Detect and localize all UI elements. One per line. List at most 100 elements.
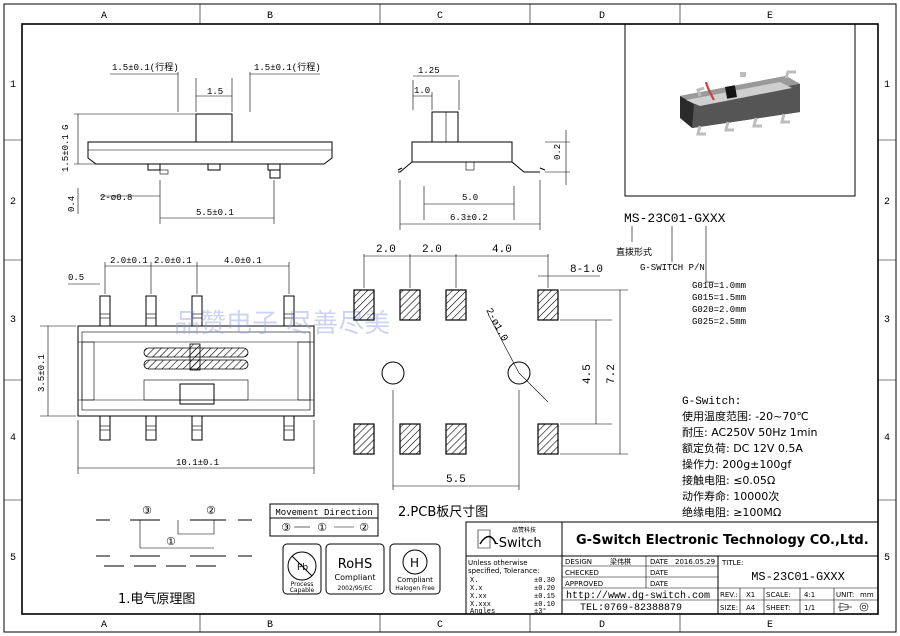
row-label-right: 5 bbox=[884, 553, 890, 564]
col-label-bottom: C bbox=[437, 620, 443, 631]
dim-pitch: 5.5±0.1 bbox=[196, 208, 234, 218]
dim-6-3: 6.3±0.2 bbox=[450, 213, 488, 223]
option-g025: G025=2.5mm bbox=[692, 317, 746, 327]
phone-number: TEL:0769-82388879 bbox=[580, 603, 682, 614]
date-value: 2016.05.29 bbox=[675, 558, 715, 566]
pb-capable: Capable bbox=[290, 587, 315, 594]
dim-pitch-1: 2.0±0.1 bbox=[110, 256, 148, 266]
dim-travel-left: 1.5±0.1(行程) bbox=[112, 61, 179, 73]
scale-value: 4:1 bbox=[804, 591, 815, 599]
rev-label: REV.: bbox=[720, 591, 738, 599]
dim-pcb-2-0a: 2.0 bbox=[376, 244, 396, 256]
date-label: DATE bbox=[650, 569, 668, 577]
dim-length: 10.1±0.1 bbox=[176, 458, 219, 468]
dim-travel-right: 1.5±0.1(行程) bbox=[254, 61, 321, 73]
option-g020: G020=2.0mm bbox=[692, 305, 746, 315]
side-view-dimensions: 1.5±0.1(行程) 1.5±0.1(行程) 1.5 1.5±0.1 G 0.… bbox=[61, 61, 321, 218]
tolerance-table: Unless otherwise specified, Tolerance: X… bbox=[468, 559, 555, 616]
tol-key: X. bbox=[470, 577, 478, 585]
logo-top-text: 品赞科技 bbox=[512, 526, 536, 534]
company-name: G-Switch Electronic Technology CO.,Ltd. bbox=[576, 533, 869, 548]
size-value: A4 bbox=[746, 604, 756, 612]
frame-row-labels: 1 2 3 4 5 1 2 3 4 5 bbox=[10, 80, 890, 564]
end-view-dimensions: 1.25 1.0 0.2 5.0 6.3±0.2 bbox=[414, 66, 563, 223]
row-label-left: 2 bbox=[10, 197, 16, 208]
rohs-title: RoHS bbox=[338, 557, 372, 572]
col-label-bottom: E bbox=[767, 620, 773, 631]
dim-1-0: 1.0 bbox=[414, 86, 430, 96]
frame-column-labels: A B C D E A B C D E bbox=[101, 11, 773, 631]
website-link: http://www.dg-switch.com bbox=[566, 590, 710, 602]
top-view-dimensions: 0.5 2.0±0.1 2.0±0.1 4.0±0.1 3.5±0.1 10.1… bbox=[37, 256, 262, 468]
spec-line: 操作力: 200g±100gf bbox=[682, 457, 792, 471]
row-label-right: 4 bbox=[884, 433, 890, 444]
spec-line: 接触电阻: ≤0.05Ω bbox=[682, 473, 775, 487]
col-label-top: C bbox=[437, 11, 443, 22]
tol-key: X.xxx bbox=[470, 601, 491, 609]
checked-label: CHECKED bbox=[565, 569, 599, 577]
date-label: DATE bbox=[650, 558, 668, 566]
spec-line: 额定负荷: DC 12V 0.5A bbox=[682, 441, 803, 455]
dim-hole: 2-ø0.8 bbox=[100, 193, 132, 203]
sheet-label: SHEET: bbox=[766, 604, 790, 612]
logo-main-text: -Switch bbox=[494, 536, 542, 551]
movement-pos-1: ① bbox=[317, 521, 327, 534]
product-photo bbox=[624, 23, 856, 197]
spec-heading: G-Switch: bbox=[682, 396, 741, 408]
tol-key: Angles bbox=[470, 608, 495, 616]
col-label-top: A bbox=[101, 11, 107, 22]
approved-label: APPROVED bbox=[565, 580, 603, 588]
size-label: SIZE: bbox=[720, 604, 738, 612]
spec-list: G-Switch: 使用温度范围: -20~70℃ 耐压: AC250V 50H… bbox=[682, 396, 818, 519]
pcb-layout bbox=[353, 254, 628, 490]
tol-key: X.x bbox=[470, 585, 483, 593]
tol-value: ±3° bbox=[534, 607, 547, 616]
unit-label: UNIT: bbox=[836, 591, 854, 599]
design-name: 梁伟棋 bbox=[610, 557, 631, 566]
dim-0-5: 0.5 bbox=[68, 273, 84, 283]
dim-5-0: 5.0 bbox=[462, 193, 478, 203]
pcb-caption: 2.PCB板尺寸图 bbox=[398, 505, 488, 520]
part-number-callout: MS-23C01-GXXX 直拨形式 G-SWITCH P/N G010=1.0… bbox=[616, 211, 746, 327]
unit-value: mm bbox=[860, 591, 874, 599]
circuit-node-3: ③ bbox=[142, 504, 152, 517]
type-label: 直拨形式 bbox=[616, 246, 652, 258]
pcb-dimensions: 2.0 2.0 4.0 8-1.0 4.5 7.2 5.5 2-ø1.0 2.P… bbox=[376, 244, 618, 520]
spec-line: 动作寿命: 10000次 bbox=[682, 489, 779, 503]
spec-line: 使用温度范围: -20~70℃ bbox=[682, 409, 809, 423]
circuit-node-1: ① bbox=[166, 535, 176, 548]
row-label-left: 1 bbox=[10, 80, 16, 91]
row-label-left: 4 bbox=[10, 433, 16, 444]
end-view bbox=[397, 75, 570, 230]
col-label-top: B bbox=[267, 11, 273, 22]
scale-label: SCALE: bbox=[766, 591, 791, 599]
spec-line: 耐压: AC250V 50Hz 1min bbox=[682, 426, 818, 439]
circuit-schematic: ③ ② ① 1.电气原理图 bbox=[96, 504, 252, 607]
rohs-badge: RoHS Compliant 2002/95/EC bbox=[325, 543, 385, 595]
row-label-left: 3 bbox=[10, 315, 16, 326]
projection-symbol-icon bbox=[838, 602, 869, 612]
tol-value: ±0.10 bbox=[534, 601, 555, 609]
drawing-title: MS-23C01-GXXX bbox=[751, 570, 845, 584]
date-label: DATE bbox=[650, 580, 668, 588]
dim-1-25: 1.25 bbox=[418, 66, 440, 76]
dim-pitch-2: 2.0±0.1 bbox=[154, 256, 192, 266]
movement-pos-2: ② bbox=[359, 521, 369, 534]
dim-base: 0.4 bbox=[67, 196, 77, 212]
option-g010: G010=1.0mm bbox=[692, 281, 746, 291]
dim-g-label: G bbox=[61, 125, 71, 130]
dim-pcb-7-2: 7.2 bbox=[606, 364, 618, 384]
spec-line: 绝缘电阻: ≥100MΩ bbox=[682, 505, 781, 519]
pb-free-badge: Pb Process Capable bbox=[282, 543, 322, 595]
sheet-info: REV.: X1 SCALE: 4:1 UNIT: mm SIZE: A4 SH… bbox=[720, 591, 874, 612]
dim-0-2: 0.2 bbox=[553, 144, 563, 160]
pn-label: G-SWITCH P/N bbox=[640, 263, 705, 273]
dim-pitch-3: 4.0±0.1 bbox=[224, 256, 262, 266]
row-label-right: 3 bbox=[884, 315, 890, 326]
pb-mark-icon: Pb bbox=[297, 563, 308, 573]
row-label-right: 1 bbox=[884, 80, 890, 91]
row-label-right: 2 bbox=[884, 197, 890, 208]
hf-label: Halogen Free bbox=[395, 585, 435, 592]
top-view bbox=[40, 262, 315, 474]
tol-value: ±0.15 bbox=[534, 593, 555, 601]
